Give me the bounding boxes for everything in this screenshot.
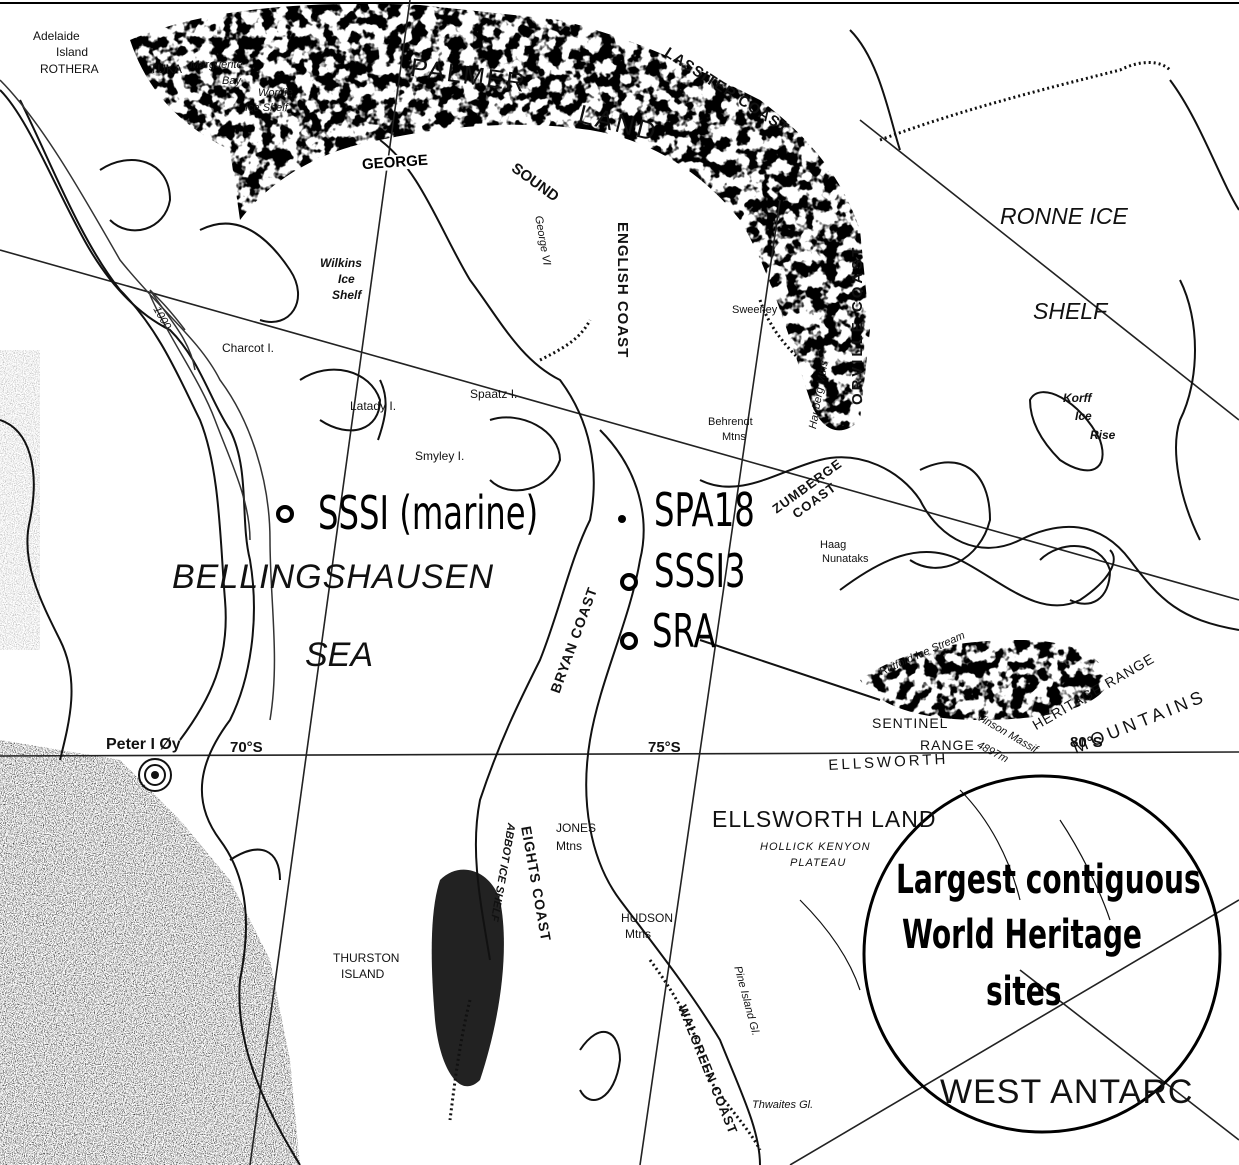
label-island: Island <box>56 45 89 59</box>
label-rothera: ROTHERA <box>40 62 99 76</box>
annotation-line-2: World Heritage <box>902 912 1142 958</box>
label-haag: Haag <box>820 539 847 551</box>
site-label-sra: SRA <box>652 604 716 658</box>
site-label-sssi-marine: SSSI (marine) <box>318 486 539 540</box>
label-rise-korff: Rise <box>1090 428 1116 442</box>
label-west-antarctica: WEST ANTARC <box>940 1075 1194 1111</box>
label-orville-coast: ORVILLE COAST <box>849 244 866 405</box>
label-shelf-ronne: SHELF <box>1033 298 1108 324</box>
label-ice-wilkins: Ice <box>338 272 355 286</box>
site-label-sssi13: SSSI3 <box>654 544 746 598</box>
label-wordie: Wordie <box>258 87 293 99</box>
label-shelf-wilkins: Shelf <box>332 288 362 302</box>
label-smyley: Smyley I. <box>415 449 465 463</box>
label-lat-80: 80°S <box>1070 734 1103 751</box>
label-plateau: PLATEAU <box>790 857 847 869</box>
label-thwaites: Thwaites Gl. <box>752 1099 814 1111</box>
label-marguerite: Marguerite <box>190 59 243 71</box>
label-spaatz: Spaatz I. <box>470 387 518 401</box>
ice-divides <box>799 789 1111 991</box>
peter-i-island <box>138 758 172 792</box>
speckled-shading <box>0 740 300 1165</box>
label-thurston-island: ISLAND <box>341 967 385 981</box>
site-marker-sssi13 <box>620 573 638 591</box>
annotation-line-3: sites <box>986 969 1062 1015</box>
label-latady: Latady I. <box>350 399 397 413</box>
label-ronne-ice: RONNE ICE <box>1000 203 1128 229</box>
label-mtns-jones: Mtns <box>556 839 583 853</box>
label-ellsworth-land: ELLSWORTH LAND <box>712 806 937 832</box>
label-wilkins: Wilkins <box>320 256 362 270</box>
label-bellingshausen: BELLINGSHAUSEN <box>172 558 494 596</box>
label-korff: Korff <box>1063 391 1092 405</box>
label-hollick-kenyon: HOLLICK KENYON <box>760 841 871 853</box>
coastlines <box>0 29 1239 1165</box>
ice-fronts <box>448 61 1172 1151</box>
annotation-line-1: Largest contiguous <box>896 857 1201 903</box>
label-thurston: THURSTON <box>333 951 400 965</box>
label-english-coast: ENGLISH COAST <box>614 222 631 359</box>
label-range-sentinel: RANGE <box>920 737 975 753</box>
annotation-circle <box>862 774 1222 1134</box>
label-mtns-hudson: Mtns <box>625 927 652 941</box>
label-ice-shelf-wordie: Ice Shelf <box>245 102 288 114</box>
west-antarctica-wrapper: WEST ANTARC <box>930 1075 1222 1115</box>
label-lat-70: 70°S <box>230 739 263 756</box>
label-charcot: Charcot I. <box>222 341 275 355</box>
label-jones: JONES <box>556 821 597 835</box>
label-bay: Bay <box>222 75 241 87</box>
label-tula: TUKA <box>150 62 183 76</box>
label-nunataks: Nunataks <box>822 553 869 565</box>
label-mtns-behrendt: Mtns <box>722 431 746 443</box>
label-sentinel: SENTINEL <box>872 715 949 731</box>
label-sea: SEA <box>305 636 374 674</box>
site-marker-sssi-marine <box>276 505 294 523</box>
label-hudson: HUDSON <box>621 911 674 925</box>
site-marker-sra <box>620 632 638 650</box>
label-lat-75: 75°S <box>648 739 681 756</box>
label-ice-korff: Ice <box>1075 409 1092 423</box>
site-label-spa18: SPA18 <box>654 483 755 537</box>
bathymetry-contours <box>0 79 276 721</box>
label-sweeney: Sweeney <box>732 304 778 316</box>
label-peter: Peter I Øy <box>106 736 181 753</box>
label-adelaide: Adelaide <box>33 29 80 43</box>
label-behrendt: Behrendt <box>708 416 753 428</box>
site-marker-spa18 <box>618 515 626 523</box>
